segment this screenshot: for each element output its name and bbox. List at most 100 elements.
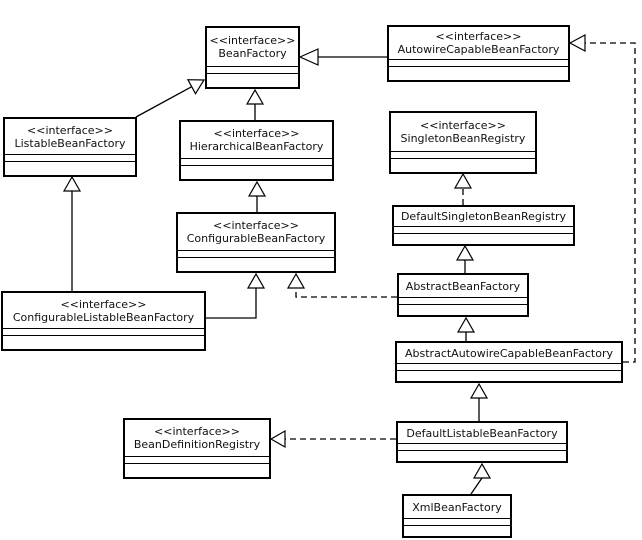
fields-compartment: [178, 250, 334, 257]
methods-compartment: [178, 257, 334, 271]
edge-configurablelistable-to-configurable: [206, 272, 266, 319]
edge-defaultlistable-to-abstractautowire: [469, 382, 489, 421]
fields-compartment: [3, 328, 204, 335]
methods-compartment: [398, 450, 566, 461]
edge-configurablelistable-to-listable: [62, 175, 82, 291]
generalization-arrowhead-icon: [455, 244, 475, 261]
class-name: BeanDefinitionRegistry: [133, 438, 261, 451]
class-name: BeanFactory: [218, 47, 287, 60]
generalization-arrowhead-icon: [298, 48, 319, 66]
generalization-arrowhead-icon: [246, 272, 266, 289]
edge-configurable-to-hierarchical: [247, 180, 267, 212]
class-name: SingletonBeanRegistry: [400, 132, 526, 145]
methods-compartment: [404, 525, 510, 536]
fields-compartment: [397, 363, 621, 370]
generalization-arrowhead-icon: [245, 88, 265, 105]
class-name: DefaultListableBeanFactory: [406, 426, 558, 440]
class-box-singleton-bean-registry: <<interface>> SingletonBeanRegistry: [389, 111, 537, 174]
fields-compartment: [207, 66, 298, 73]
class-name: AutowireCapableBeanFactory: [397, 43, 560, 56]
stereotype-label: <<interface>>: [213, 219, 299, 232]
class-box-xml-bean-factory: XmlBeanFactory: [402, 494, 512, 538]
edge-abstract-to-configurable: [286, 272, 397, 298]
stereotype-label: <<interface>>: [27, 123, 113, 137]
edge-listable-to-beanfactory: [135, 79, 206, 118]
class-box-default-singleton-bean-registry: DefaultSingletonBeanRegistry: [392, 205, 575, 246]
edge-hierarchical-to-beanfactory: [245, 88, 265, 120]
fields-compartment: [394, 226, 573, 233]
generalization-arrowhead-icon: [472, 462, 492, 479]
class-name: ConfigurableBeanFactory: [186, 232, 326, 245]
stereotype-label: <<interface>>: [213, 127, 300, 140]
class-box-bean-definition-registry: <<interface>> BeanDefinitionRegistry: [123, 418, 271, 479]
methods-compartment: [181, 165, 332, 179]
fields-compartment: [181, 158, 332, 165]
stereotype-label: <<interface>>: [420, 119, 506, 132]
class-box-bean-factory: <<interface>> BeanFactory: [205, 26, 300, 89]
class-box-listable-bean-factory: <<interface>> ListableBeanFactory: [3, 117, 137, 177]
methods-compartment: [125, 463, 269, 477]
realization-arrowhead-icon: [286, 272, 306, 289]
generalization-arrowhead-icon: [186, 79, 206, 95]
class-title: <<interface>> HierarchicalBeanFactory: [181, 122, 332, 158]
class-title: <<interface>> AutowireCapableBeanFactory: [389, 27, 568, 59]
generalization-arrowhead-icon: [456, 316, 476, 333]
edge-defaultlistable-to-beandefinitionregistry: [269, 429, 396, 449]
fields-compartment: [398, 443, 566, 450]
stereotype-label: <<interface>>: [60, 297, 147, 311]
fields-compartment: [5, 154, 135, 161]
stereotype-label: <<interface>>: [435, 30, 522, 43]
class-box-autowire-capable-bean-factory: <<interface>> AutowireCapableBeanFactory: [387, 25, 570, 82]
edge-abstractautowire-to-abstract: [456, 316, 476, 341]
stereotype-label: <<interface>>: [209, 34, 296, 47]
edge-autowire-to-beanfactory: [298, 48, 387, 66]
class-box-configurable-listable-bean-factory: <<interface>> ConfigurableListableBeanFa…: [1, 291, 206, 351]
generalization-arrowhead-icon: [247, 180, 267, 197]
class-name: ConfigurableListableBeanFactory: [12, 310, 195, 324]
class-title: DefaultSingletonBeanRegistry: [394, 207, 573, 226]
class-box-default-listable-bean-factory: DefaultListableBeanFactory: [396, 421, 568, 463]
class-name: XmlBeanFactory: [412, 500, 502, 514]
class-name: AbstractBeanFactory: [405, 279, 521, 293]
generalization-arrowhead-icon: [469, 382, 489, 399]
realization-arrowhead-icon: [568, 34, 586, 52]
class-box-abstract-autowire-capable-bean-factory: AbstractAutowireCapableBeanFactory: [395, 341, 623, 383]
edge-xml-to-defaultlistable: [470, 462, 492, 495]
generalization-arrowhead-icon: [62, 175, 82, 192]
class-title: <<interface>> BeanFactory: [207, 28, 298, 66]
class-name: HierarchicalBeanFactory: [189, 140, 324, 153]
methods-compartment: [399, 304, 527, 315]
methods-compartment: [207, 73, 298, 87]
fields-compartment: [399, 297, 527, 304]
class-title: <<interface>> SingletonBeanRegistry: [391, 113, 535, 151]
class-box-configurable-bean-factory: <<interface>> ConfigurableBeanFactory: [176, 212, 336, 273]
class-box-hierarchical-bean-factory: <<interface>> HierarchicalBeanFactory: [179, 120, 334, 181]
edge-abstract-to-defaultsingleton: [455, 244, 475, 273]
fields-compartment: [391, 151, 535, 158]
class-name: DefaultSingletonBeanRegistry: [400, 210, 567, 223]
class-title: <<interface>> ConfigurableListableBeanFa…: [3, 293, 204, 328]
class-title: AbstractBeanFactory: [399, 275, 527, 297]
stereotype-label: <<interface>>: [154, 425, 240, 438]
class-title: AbstractAutowireCapableBeanFactory: [397, 343, 621, 363]
edge-abstractautowire-to-autowire: [568, 34, 636, 363]
class-title: XmlBeanFactory: [404, 496, 510, 518]
methods-compartment: [3, 335, 204, 349]
class-title: <<interface>> ListableBeanFactory: [5, 119, 135, 154]
methods-compartment: [394, 233, 573, 244]
methods-compartment: [389, 66, 568, 80]
fields-compartment: [404, 518, 510, 525]
methods-compartment: [397, 370, 621, 381]
class-title: <<interface>> ConfigurableBeanFactory: [178, 214, 334, 250]
realization-arrowhead-icon: [453, 172, 473, 189]
class-title: DefaultListableBeanFactory: [398, 423, 566, 443]
class-name: AbstractAutowireCapableBeanFactory: [405, 346, 613, 360]
methods-compartment: [5, 161, 135, 175]
methods-compartment: [391, 158, 535, 172]
class-box-abstract-bean-factory: AbstractBeanFactory: [397, 273, 529, 317]
realization-arrowhead-icon: [269, 429, 286, 449]
fields-compartment: [389, 59, 568, 66]
class-name: ListableBeanFactory: [14, 136, 126, 150]
